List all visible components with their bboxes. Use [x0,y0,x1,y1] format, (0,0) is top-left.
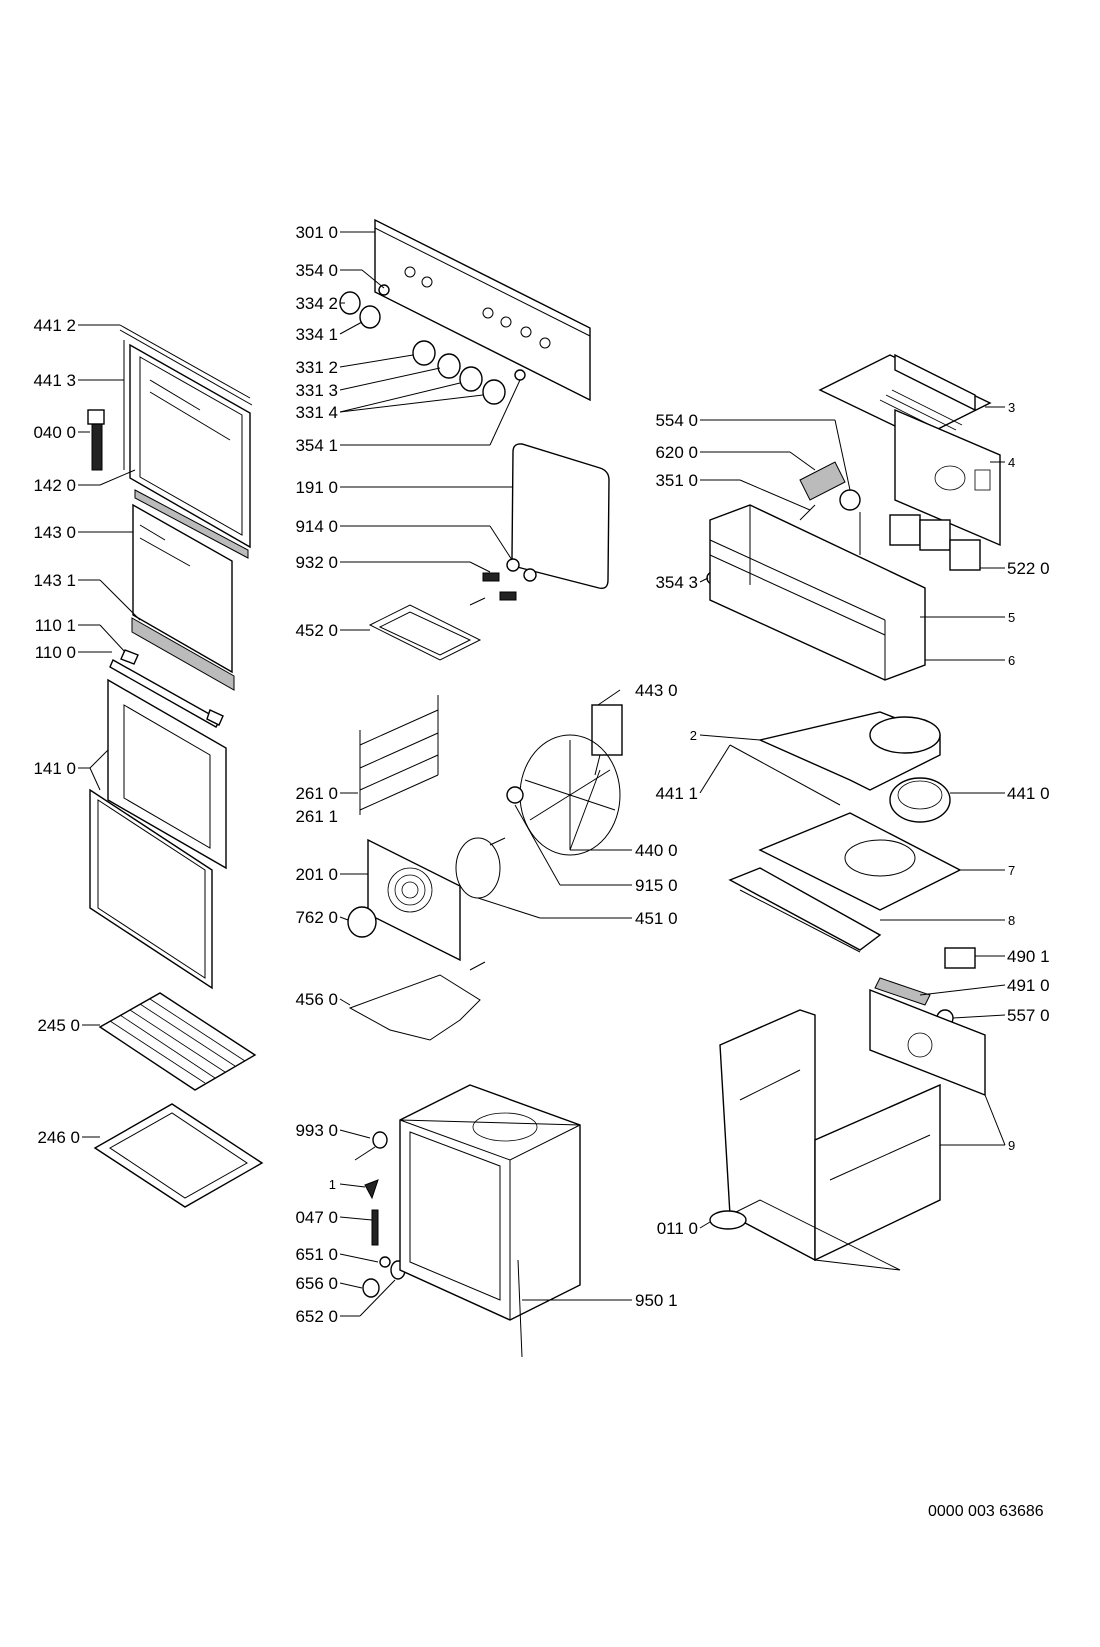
label-245-0: 245 0 [37,1016,80,1035]
label-261-0: 261 0 [295,784,338,803]
label-331-2: 331 2 [295,358,338,377]
small-knobs-part [339,284,390,329]
label-141-0: 141 0 [33,759,76,778]
door-frame-part [119,329,253,549]
label-491-0: 491 0 [1007,976,1050,995]
label-331-3: 331 3 [295,381,338,400]
label-554-0: 554 0 [655,411,698,430]
label-441-3: 441 3 [33,371,76,390]
shelf-supports-part [359,695,439,815]
label-047-0: 047 0 [295,1208,338,1227]
label-143-0: 143 0 [33,523,76,542]
label-656-0: 656 0 [295,1274,338,1293]
label-440-0: 440 0 [635,841,678,860]
inner-glass-part [132,503,233,674]
seal-strip-part [517,1259,523,1358]
label-452-0: 452 0 [295,621,338,640]
label-620-0: 620 0 [655,443,698,462]
label-142-0: 142 0 [33,476,76,495]
label-261-1: 261 1 [295,807,338,826]
label-441-1: 441 1 [655,784,698,803]
label-354-0: 354 0 [295,261,338,280]
fan-back-panel-part [367,838,461,962]
label-443-0: 443 0 [635,681,678,700]
outer-door-panel-part [107,678,227,870]
circular-element-part [455,837,506,899]
fan-blade-part [506,734,621,856]
outer-casing-part [719,988,986,1271]
label-191-0: 191 0 [295,478,338,497]
label-110-1: 110 1 [35,616,76,635]
label-8: 8 [1008,913,1015,928]
control-panel-part [374,218,591,402]
label-441-2: 441 2 [33,316,76,335]
label-652-0: 652 0 [295,1307,338,1326]
door-seal-frame-part [89,788,213,990]
rear-panel-part [894,408,1001,547]
glass-support-part [131,617,235,691]
label-201-0: 201 0 [295,865,338,884]
label-2: 2 [690,728,697,743]
document-number: 0000 003 63686 [928,1503,1044,1520]
door-clip-part [109,649,224,728]
label-1: 1 [329,1177,336,1192]
door-gasket-part [511,443,610,590]
callout-labels: 301 0 354 0 334 2 334 1 441 2 441 3 040 … [33,223,1049,1326]
switch-components-part [799,461,861,555]
door-hinge-part [87,409,105,471]
bottom-plate-part [728,867,882,953]
label-441-0: 441 0 [1007,784,1050,803]
fan-motor-part [591,704,623,776]
label-6: 6 [1008,653,1015,668]
door-lock-small-parts [354,1131,406,1298]
label-110-0: 110 0 [35,643,76,662]
label-490-1: 490 1 [1007,947,1050,966]
label-557-0: 557 0 [1007,1006,1050,1025]
label-522-0: 522 0 [1007,559,1050,578]
label-651-0: 651 0 [295,1245,338,1264]
label-451-0: 451 0 [635,909,678,928]
label-331-4: 331 4 [295,403,338,422]
front-frame-part [709,504,926,681]
label-246-0: 246 0 [37,1128,80,1147]
label-950-1: 950 1 [635,1291,678,1310]
label-011-0: 011 0 [657,1219,698,1238]
label-914-0: 914 0 [295,517,338,536]
control-knobs-part [412,340,526,405]
label-4: 4 [1008,455,1015,470]
electronic-components-part [874,947,976,1027]
fan-housing-part [729,711,951,823]
label-351-0: 351 0 [655,471,698,490]
label-915-0: 915 0 [635,876,678,895]
bottom-heating-element-part [348,961,486,1041]
label-143-1: 143 1 [33,571,76,590]
label-334-1: 334 1 [295,325,338,344]
oven-cavity-part [399,1084,581,1321]
label-334-2: 334 2 [295,294,338,313]
label-3: 3 [1008,400,1015,415]
element-nuts-part [482,558,537,601]
label-354-1: 354 1 [295,436,338,455]
label-5: 5 [1008,610,1015,625]
label-040-0: 040 0 [33,423,76,442]
label-301-0: 301 0 [295,223,338,242]
oven-rack-part [98,992,257,1091]
label-993-0: 993 0 [295,1121,338,1140]
label-9: 9 [1008,1138,1015,1153]
label-456-0: 456 0 [295,990,338,1009]
label-762-0: 762 0 [295,908,338,927]
door-vent-strip-part [134,489,249,559]
label-354-3: 354 3 [655,573,698,592]
cover-plate-part [347,906,377,938]
label-7: 7 [1008,863,1015,878]
label-932-0: 932 0 [295,553,338,572]
relay-modules-part [889,514,981,571]
leader-lines [78,231,1006,1317]
top-heating-element-part [368,597,486,661]
foot-part [709,1210,747,1230]
baking-tray-part [93,1103,264,1208]
